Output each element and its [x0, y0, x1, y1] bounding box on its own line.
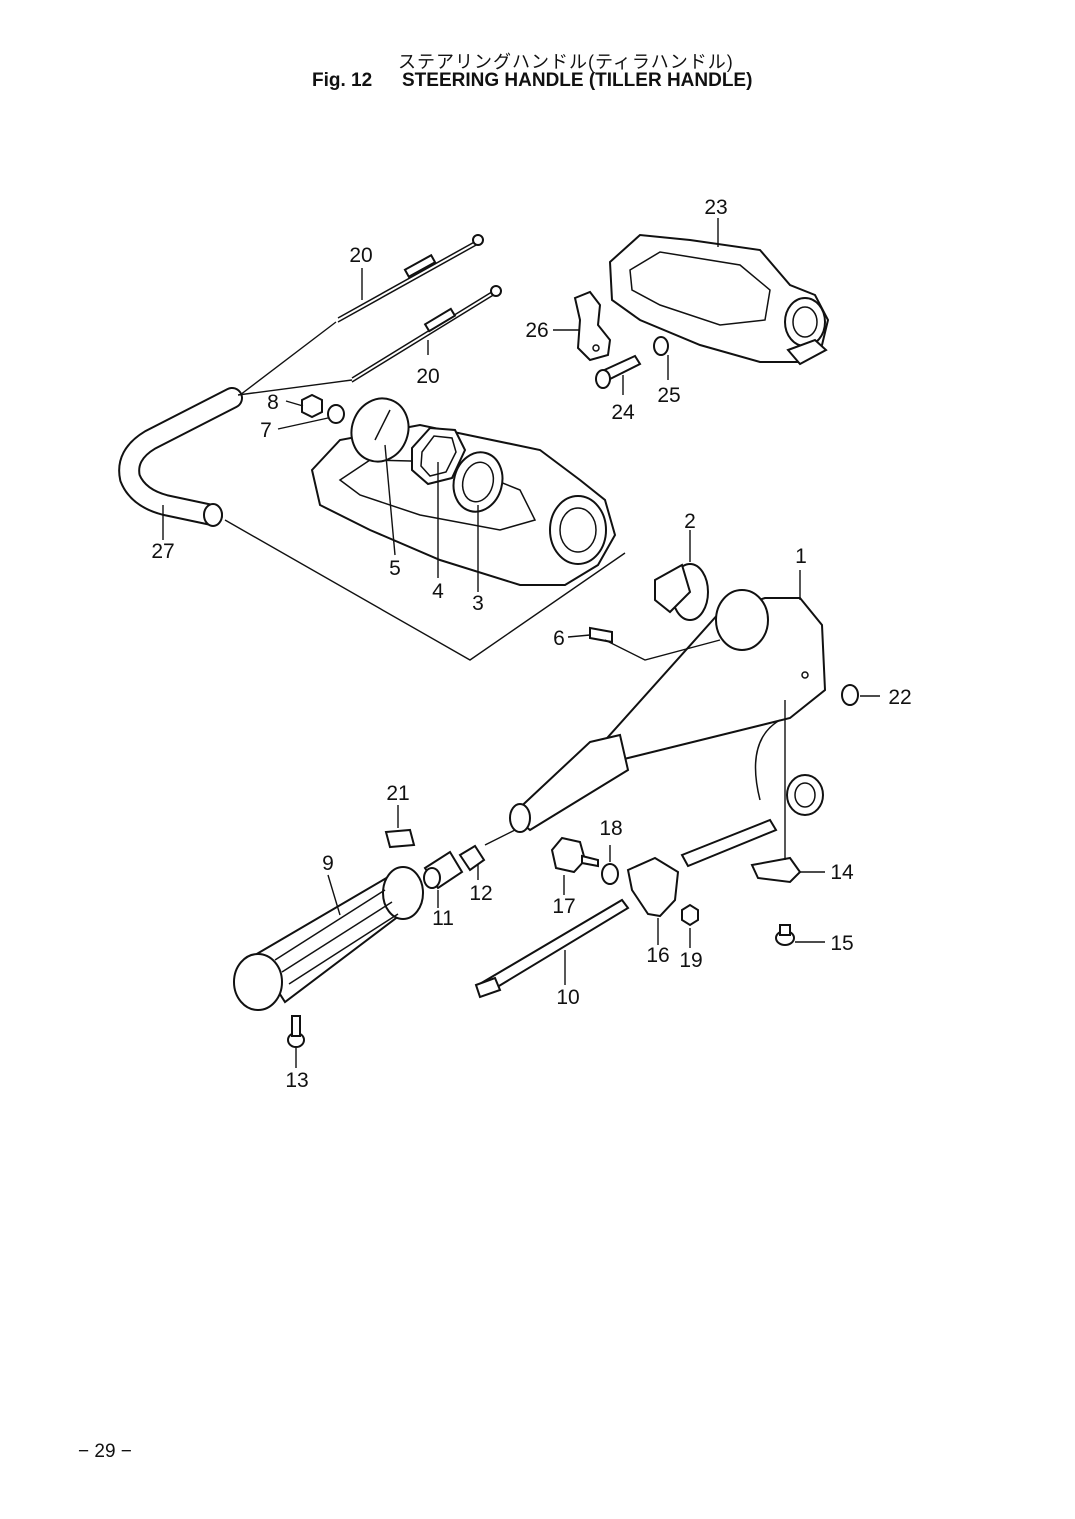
part-2-bushing: [654, 563, 709, 621]
part-8-nut: [301, 393, 323, 419]
part-23-handle-bracket: [608, 233, 830, 366]
part-9-grip: [233, 866, 424, 1011]
callout-21: 21: [386, 782, 409, 805]
callout-6: 6: [553, 627, 565, 650]
callout-1: 1: [795, 545, 807, 568]
part-14-plate: [750, 856, 802, 884]
part-11-collar: [423, 850, 464, 890]
figure-title: STEERING HANDLE (TILLER HANDLE): [402, 70, 753, 91]
callout-24: 24: [611, 401, 635, 424]
part-5-plate: [350, 397, 410, 463]
callout-17: 17: [552, 895, 575, 918]
callout-10: 10: [556, 986, 579, 1009]
part-6-stud: [589, 626, 613, 644]
callout-18: 18: [599, 817, 622, 840]
leader-lines: [162, 218, 880, 1068]
callout-23: 23: [704, 196, 727, 219]
callout-11: 11: [432, 907, 454, 930]
callout-26: 26: [525, 319, 548, 342]
part-24-bolt: [595, 354, 642, 389]
part-20-cables: [337, 234, 502, 383]
callout-20-lower: 20: [416, 365, 439, 388]
part-12-collar: [458, 844, 486, 872]
part-13-screw: [287, 1015, 305, 1048]
part-3-gasket: [452, 451, 504, 513]
callout-19: 19: [679, 949, 702, 972]
callout-2: 2: [684, 510, 696, 533]
part-18-washer: [601, 863, 619, 885]
callout-16: 16: [646, 944, 669, 967]
part-21-label: [384, 828, 416, 849]
part-19-nut: [681, 903, 699, 927]
callout-22: 22: [888, 686, 911, 709]
title-japanese: ステアリングハンドル(ティラハンドル): [398, 52, 734, 72]
callout-5: 5: [389, 557, 401, 580]
callout-4: 4: [432, 580, 444, 603]
part-17-knob: [550, 836, 599, 874]
callout-20-upper: 20: [349, 244, 372, 267]
part-16-bracket: [626, 856, 680, 918]
callout-14: 14: [830, 861, 854, 884]
figure-label: Fig. 12: [312, 70, 373, 91]
stop-switch-assembly: [680, 719, 824, 868]
part-26-clip: [573, 290, 612, 362]
part-4-gasket: [411, 426, 467, 486]
callout-25: 25: [657, 384, 680, 407]
part-25-washer: [653, 336, 669, 356]
callout-8: 8: [267, 391, 279, 414]
part-1-tiller-handle: [509, 589, 827, 833]
page-number: − 29 −: [78, 1441, 132, 1462]
callout-labels: 1 2 3 4 5 6 7 8 9 10 11 12 13 14 15 16 1…: [151, 196, 911, 1092]
part-7-washer: [327, 404, 345, 424]
part-10-rod: [474, 898, 630, 999]
callout-12: 12: [469, 882, 492, 905]
callout-15: 15: [830, 932, 853, 955]
part-15-screw: [775, 924, 795, 946]
callout-3: 3: [472, 592, 484, 615]
callout-27: 27: [151, 540, 174, 563]
part-27-tube: [118, 387, 243, 527]
callout-13: 13: [285, 1069, 308, 1092]
callout-7: 7: [260, 419, 272, 442]
callout-9: 9: [322, 852, 334, 875]
part-22-grommet: [841, 684, 859, 706]
